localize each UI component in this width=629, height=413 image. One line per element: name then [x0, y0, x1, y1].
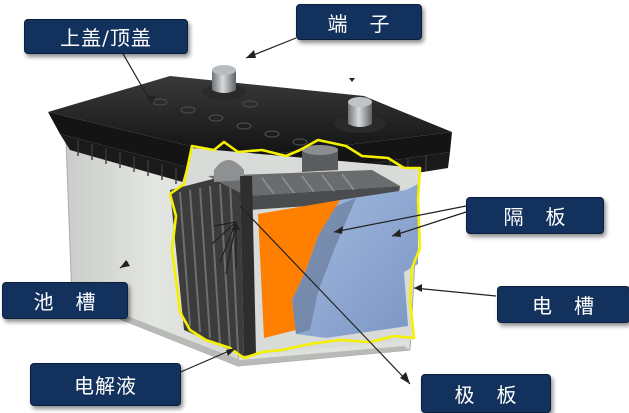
top-cover-label: 上盖/顶盖	[24, 19, 188, 54]
terminal-label: 端 子	[296, 4, 422, 40]
battery-case-right-label: 电 槽	[497, 286, 629, 323]
plate-orange	[258, 200, 340, 338]
electrolyte-label: 电解液	[30, 363, 181, 406]
terminal-left	[202, 65, 246, 100]
cutaway-outline	[168, 138, 422, 360]
separator-label: 隔 板	[466, 197, 604, 234]
battery-case-left-label: 池 槽	[2, 282, 128, 319]
callout-arrowheads	[120, 50, 422, 384]
plates-label: 极 板	[421, 374, 551, 413]
cutaway-interior	[170, 145, 420, 356]
terminal-right	[334, 97, 386, 133]
separator-blue	[292, 184, 418, 338]
